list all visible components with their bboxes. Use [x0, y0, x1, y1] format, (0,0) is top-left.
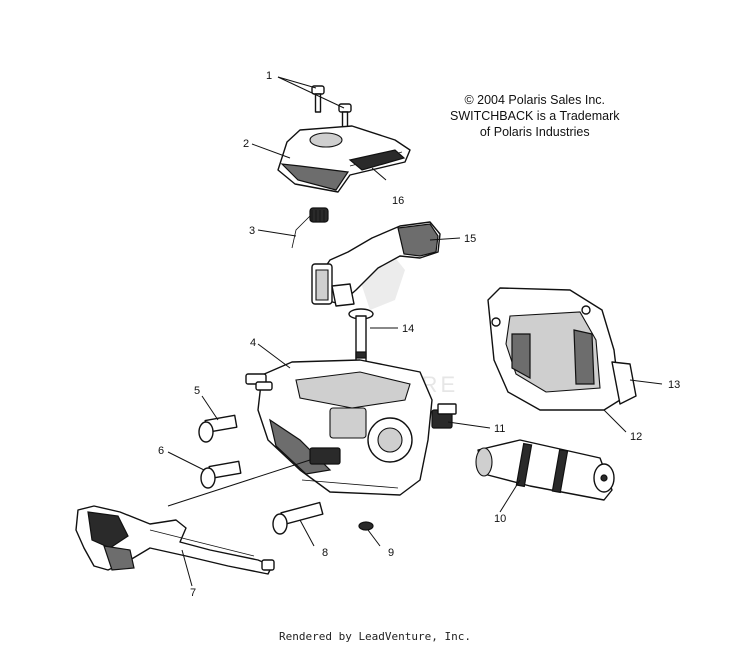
- trademark-line-1: SWITCHBACK is a Trademark: [450, 109, 620, 123]
- part-2-cover: [277, 125, 411, 193]
- callout-14: 14: [402, 323, 414, 335]
- part-8-bolt: [272, 501, 324, 535]
- trademark-line-2: of Polaris Industries: [479, 125, 590, 139]
- part-4-housing: [245, 359, 433, 496]
- part-3-spring: [291, 207, 329, 249]
- copyright-line: © 2004 Polaris Sales Inc.: [464, 93, 606, 107]
- callout-10: 10: [494, 513, 506, 525]
- callout-4: 4: [250, 337, 256, 349]
- part-13-tab: [611, 361, 637, 405]
- callout-13: 13: [668, 379, 680, 391]
- callout-5: 5: [194, 385, 200, 397]
- part-11-switch: [431, 403, 457, 429]
- part-9-clip: [358, 521, 374, 531]
- part-14-pin: [348, 308, 374, 365]
- part-1-screws: [311, 85, 352, 131]
- part-10-tube: [475, 439, 615, 501]
- footer-credit: Rendered by LeadVenture, Inc.: [278, 630, 472, 643]
- leader-lines: [167, 76, 663, 587]
- part-12-housing-cover: [487, 287, 621, 411]
- callout-8: 8: [322, 547, 328, 559]
- callout-11: 11: [494, 423, 505, 435]
- callout-numbers: 1 2 3 4 5 6 7 8 9 10 11 12 13 14 15 16: [158, 70, 680, 599]
- part-6-bolt: [200, 460, 242, 489]
- part-5-bolt: [198, 414, 238, 443]
- part-7-brake-lever: [75, 505, 275, 575]
- callout-12: 12: [630, 431, 642, 443]
- callout-3: 3: [249, 225, 255, 237]
- callout-6: 6: [158, 445, 164, 457]
- callout-15: 15: [464, 233, 476, 245]
- callout-16: 16: [392, 195, 404, 207]
- callout-9: 9: [388, 547, 394, 559]
- copyright-notice: © 2004 Polaris Sales Inc. SWITCHBACK is …: [450, 92, 619, 140]
- callout-2: 2: [243, 138, 249, 150]
- part-16-insert: [348, 149, 406, 171]
- callout-1: 1: [266, 70, 272, 82]
- callout-7: 7: [190, 587, 196, 599]
- part-15-lever: [311, 221, 441, 307]
